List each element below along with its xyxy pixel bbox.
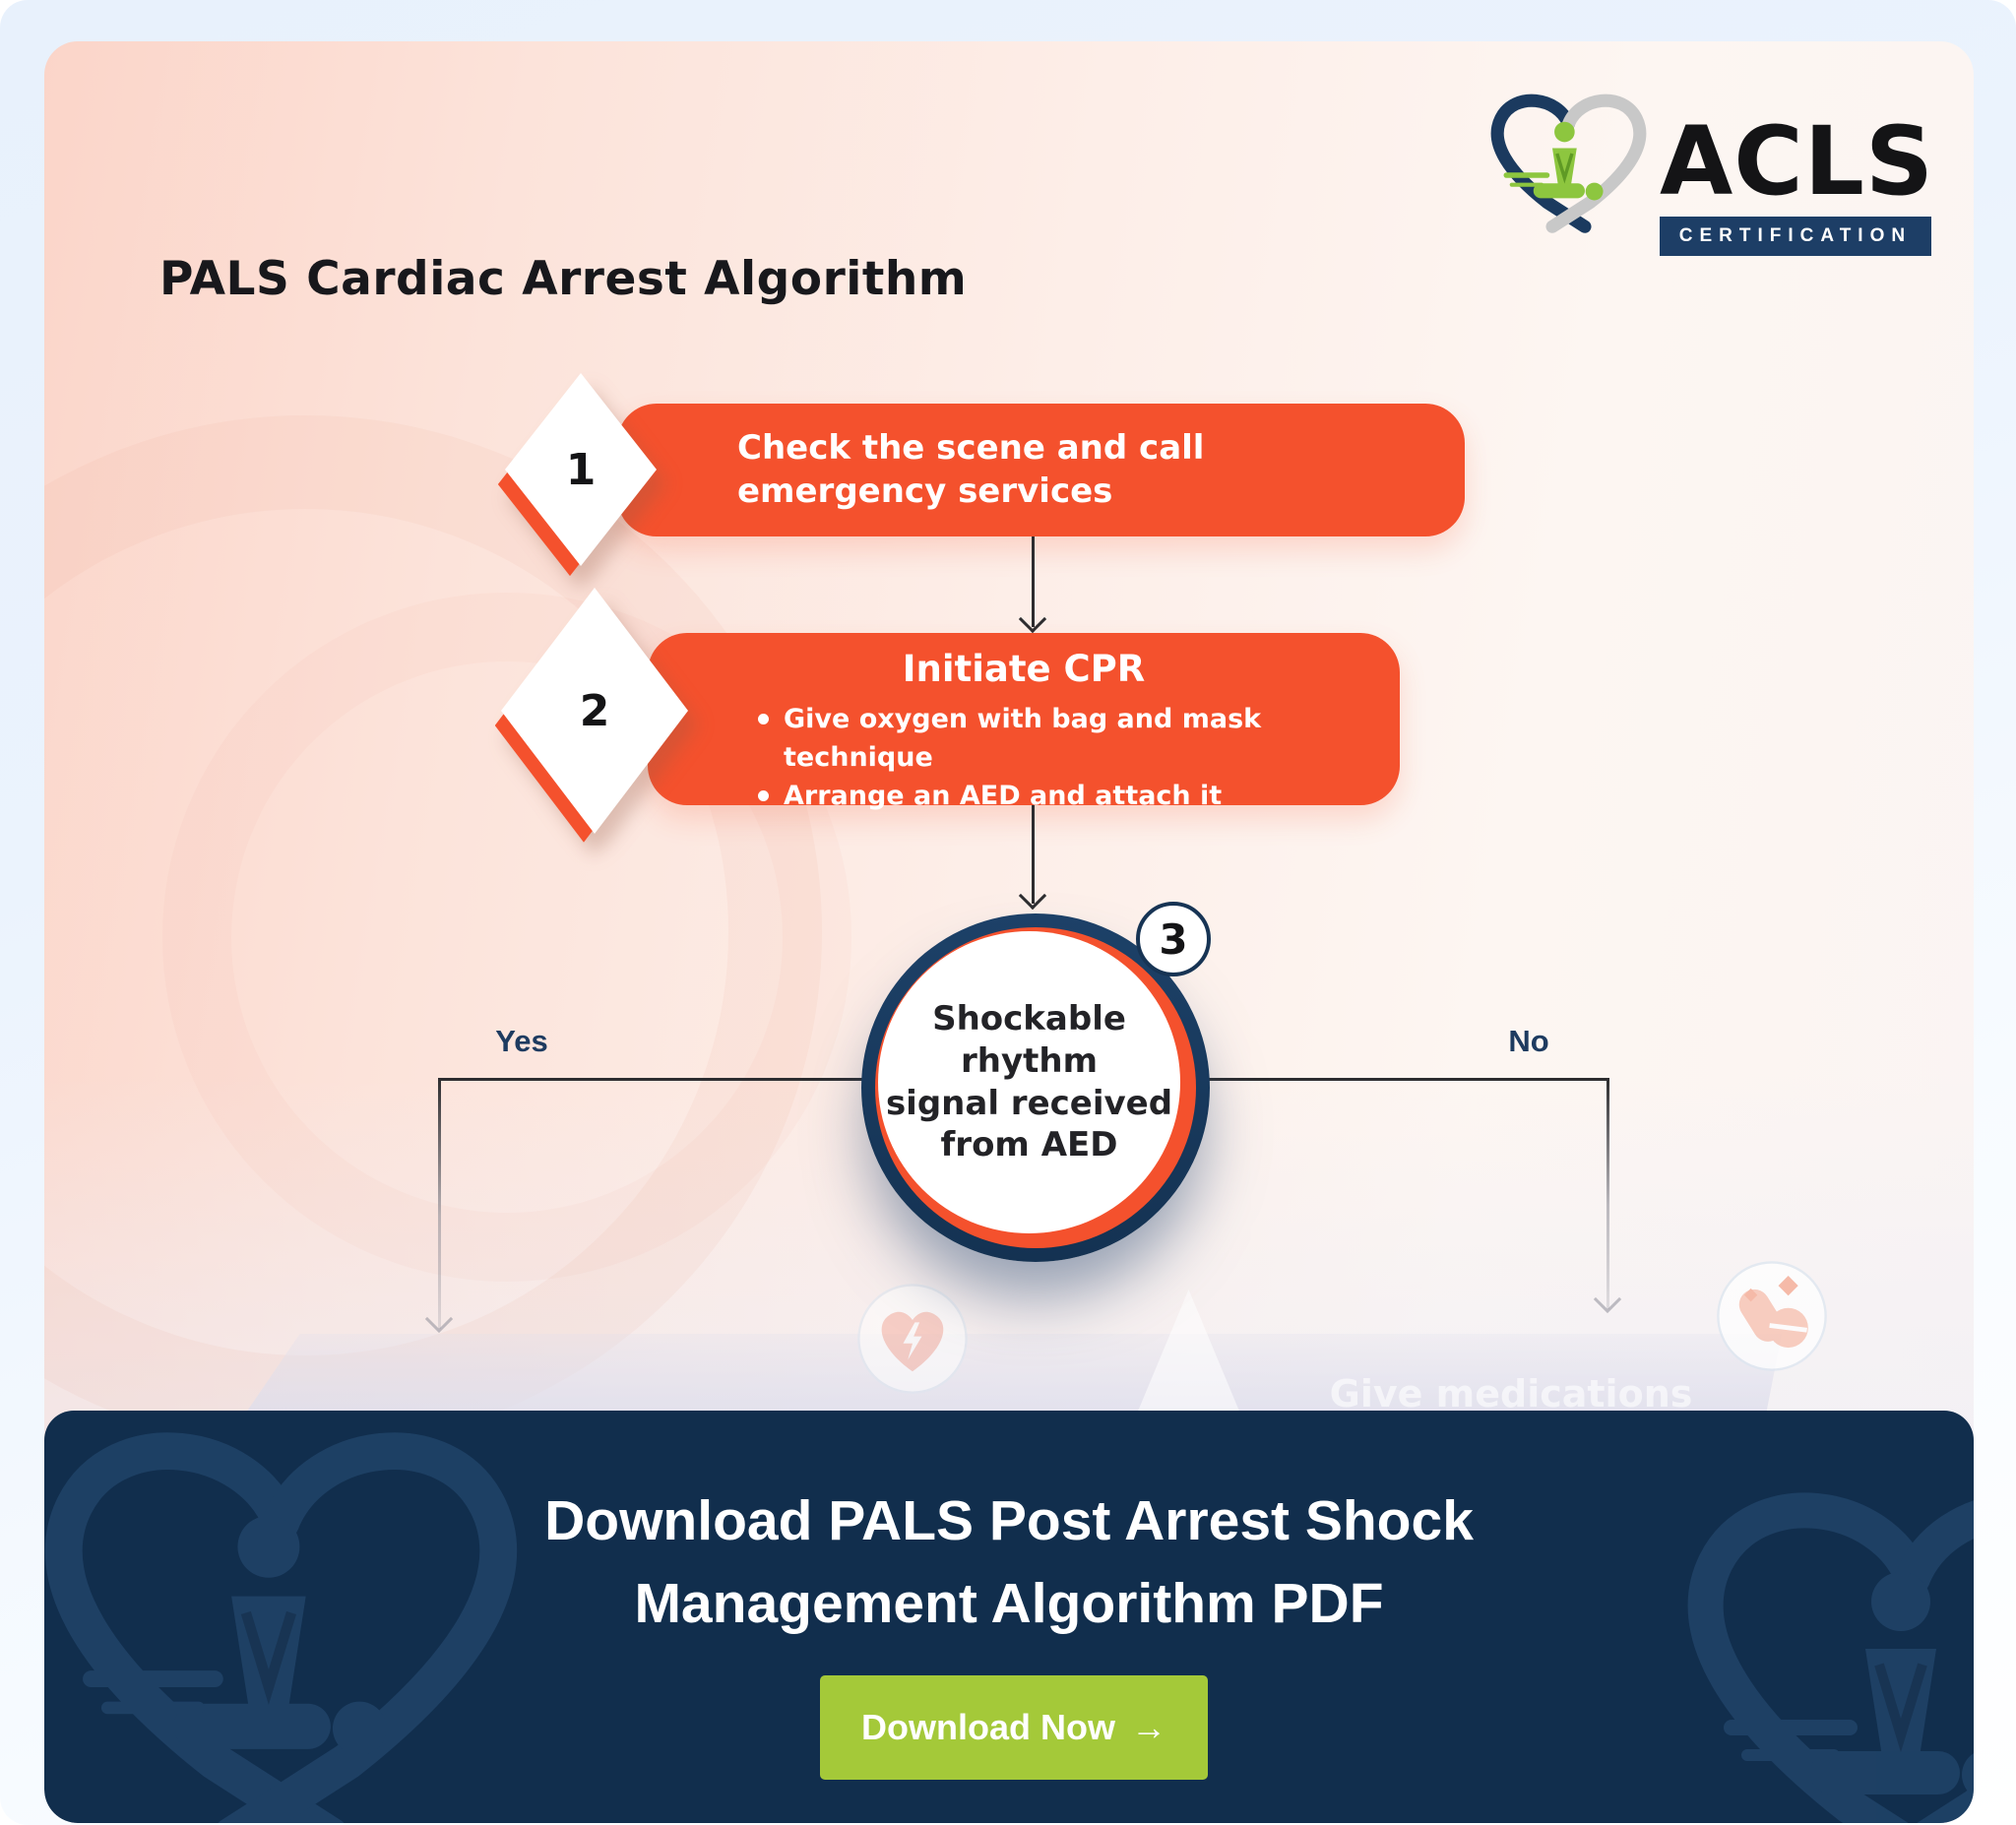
cta-heading-line1: Download PALS Post Arrest Shock [544,1489,1474,1552]
step1-number: 1 [565,444,597,495]
step2-diamond: 2 [494,588,688,843]
decision-text-line: from AED [940,1125,1118,1165]
no-branch-line [1606,1078,1609,1309]
step2-title: Initiate CPR [902,648,1146,690]
decision-text-line: rhythm [960,1040,1099,1081]
down-arrow-icon [1018,881,1047,911]
diamond-shape: 1 [505,373,657,566]
page-title: PALS Cardiac Arrest Algorithm [159,252,968,306]
cpr-heart-logo-icon [1490,94,1647,233]
step2-bullet: Give oxygen with bag and mask technique [758,700,1400,777]
down-arrow-icon [1018,604,1047,634]
step1-diamond: 1 [497,373,657,577]
pills-icon [1716,1260,1828,1372]
connector-line [1032,536,1035,627]
step1-label: Check the scene and call emergency servi… [737,427,1205,511]
connector-line [1032,805,1035,904]
cta-heading-line2: Management Algorithm PDF [634,1572,1384,1636]
no-branch-line [1208,1078,1609,1081]
right-arrow-icon: → [1130,1707,1166,1747]
step2-banner: Initiate CPR Give oxygen with bag and ma… [648,633,1400,811]
cta-heading: Download PALS Post Arrest Shock Manageme… [44,1479,1974,1646]
faded-band-decoration [246,1334,1782,1413]
step2-bullet-list: Give oxygen with bag and mask technique … [648,700,1400,815]
cta-banner: Download PALS Post Arrest Shock Manageme… [44,1411,1974,1823]
yes-branch-line [438,1078,863,1081]
decision-node-shockable-rhythm: Shockable rhythm signal received from AE… [861,902,1211,1262]
logo-wordmark: ACLS CERTIFICATION [1659,106,1934,256]
yes-branch-line [438,1078,441,1329]
algorithm-card: ACLS CERTIFICATION PALS Cardiac Arrest A… [44,41,1974,1823]
step2-bullet: Arrange an AED and attach it [758,777,1400,815]
acls-certification-logo: ACLS CERTIFICATION [1487,87,1934,256]
step3-number-badge: 3 [1136,902,1211,976]
down-arrow-icon [1593,1285,1622,1314]
logo-tagline: CERTIFICATION [1659,217,1931,256]
heart-shock-icon [856,1283,969,1395]
decision-node-face: Shockable rhythm signal received from AE… [878,931,1180,1233]
decision-text-line: Shockable [932,998,1126,1038]
yes-branch-label: Yes [495,1024,548,1058]
faded-step-label: Give medications [1329,1372,1693,1416]
logo-brand-name: ACLS [1659,106,1934,217]
step1-banner: Check the scene and call emergency servi… [617,404,1465,536]
step2-number: 2 [579,685,610,736]
download-now-label: Download Now [861,1707,1115,1747]
diamond-shape: 2 [501,588,688,834]
download-now-button[interactable]: Download Now → [820,1675,1208,1780]
no-branch-label: No [1508,1024,1549,1058]
decision-text-line: signal received [885,1083,1173,1123]
